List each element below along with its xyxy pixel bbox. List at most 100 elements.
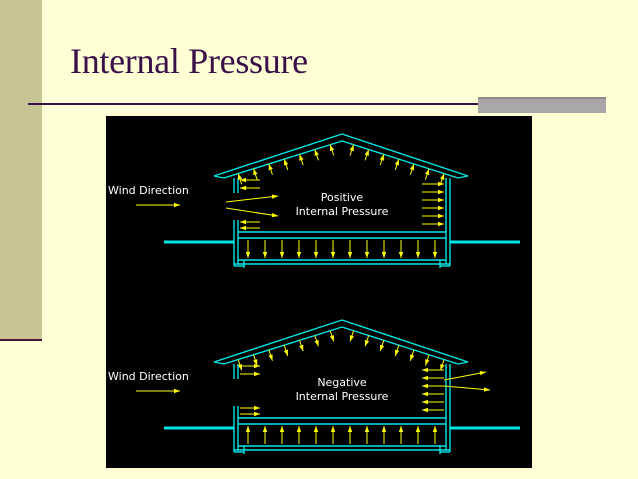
roof-right-edge-positive — [457, 175, 469, 179]
wall-arrow-right-negative-head — [422, 367, 428, 373]
airflow-out-negative-head — [483, 387, 490, 392]
floor-arrow-positive-head — [330, 252, 336, 258]
floor-arrow-negative-head — [364, 426, 370, 432]
roof-arrow-right-positive-head — [425, 168, 430, 176]
floor-arrow-positive-head — [313, 252, 319, 258]
roof-arrow-right-negative-head — [349, 335, 354, 342]
wall-arrow-right-positive-head — [438, 197, 444, 203]
wall-arrow-right-negative-head — [422, 383, 428, 389]
wall-arrow-left-positive-head — [240, 219, 246, 225]
roof-right-edge-negative — [457, 361, 469, 365]
floor-arrow-positive-head — [398, 252, 404, 258]
floor-arrow-negative-head — [313, 426, 319, 432]
roof-arrow-left-positive-head — [237, 173, 243, 180]
wind-arrow-negative-head — [174, 388, 180, 394]
roof-arrow-left-negative-head — [253, 359, 258, 366]
floor-arrow-negative-head — [245, 426, 251, 432]
floor-arrow-positive-head — [245, 252, 251, 258]
roof-arrow-right-negative-head — [440, 363, 445, 371]
floor-arrow-negative-head — [381, 426, 387, 432]
roof-arrow-right-negative-head — [395, 349, 400, 356]
airflow-in-positive — [225, 195, 279, 203]
wall-arrow-left-negative-head — [254, 405, 260, 411]
airflow-in-positive — [225, 207, 279, 217]
wall-arrow-right-positive-head — [438, 189, 444, 195]
side-band — [0, 0, 42, 340]
wall-arrow-left-positive-head — [240, 225, 246, 231]
wall-arrow-left-negative-head — [254, 363, 260, 369]
wall-arrow-left-negative-head — [254, 411, 260, 417]
floor-arrow-positive-head — [347, 252, 353, 258]
roof-arrow-left-negative-head — [314, 339, 319, 347]
pressure-name-label-negative: Internal Pressure — [295, 390, 389, 403]
roof-arrow-left-negative-head — [283, 349, 288, 356]
roof-right-inner-negative — [341, 326, 459, 365]
floor-arrow-positive-head — [381, 252, 387, 258]
floor-arrow-negative-head — [432, 426, 438, 432]
roof-arrow-right-positive-head — [364, 149, 369, 156]
wall-arrow-left-positive-head — [240, 185, 246, 191]
wind-arrow-positive-head — [174, 202, 180, 208]
floor-arrow-positive-head — [432, 252, 438, 258]
roof-arrow-left-positive-head — [253, 168, 258, 176]
roof-arrow-left-positive-head — [314, 149, 319, 156]
roof-arrow-left-positive-head — [268, 163, 273, 171]
roof-arrow-right-positive-head — [440, 173, 445, 180]
wall-arrow-right-negative-head — [422, 407, 428, 413]
airflow-out-negative — [443, 385, 491, 391]
roof-left-outer-positive — [213, 133, 343, 177]
roof-arrow-right-negative-head — [379, 344, 385, 352]
pressure-diagram: Wind Direction Positive Internal Pressur… — [106, 116, 532, 468]
floor-arrow-negative-head — [296, 426, 302, 432]
roof-arrow-left-negative-head — [329, 335, 334, 342]
wind-direction-label-positive: Wind Direction — [108, 184, 189, 197]
roof-arrow-right-positive-head — [379, 154, 384, 161]
wind-direction-label-negative: Wind Direction — [108, 370, 189, 383]
wall-arrow-left-positive-head — [240, 177, 246, 183]
pressure-type-label-negative: Negative — [317, 376, 367, 389]
airflow-out-negative — [443, 371, 487, 381]
wall-arrow-left-negative-head — [254, 371, 260, 377]
roof-arrow-right-negative-head — [425, 359, 430, 366]
accent-bar — [478, 97, 606, 113]
roof-right-outer-negative — [341, 319, 469, 363]
floor-arrow-positive-head — [364, 252, 370, 258]
floor-arrow-positive-head — [415, 252, 421, 258]
roof-left-inner-negative — [223, 326, 343, 365]
floor-arrow-negative-head — [415, 426, 421, 432]
floor-arrow-positive-head — [279, 252, 285, 258]
roof-arrow-left-negative-head — [268, 354, 273, 361]
floor-arrow-negative-head — [398, 426, 404, 432]
roof-arrow-right-positive-head — [409, 163, 415, 171]
roof-left-edge-positive — [213, 175, 225, 179]
title-rule — [28, 103, 478, 105]
roof-left-edge-negative — [213, 361, 225, 365]
wall-arrow-right-positive-head — [438, 213, 444, 219]
wall-arrow-right-positive-head — [438, 205, 444, 211]
floor-arrow-positive-head — [296, 252, 302, 258]
roof-arrow-right-positive-head — [349, 144, 354, 152]
roof-right-outer-positive — [341, 133, 469, 177]
floor-arrow-negative-head — [279, 426, 285, 432]
roof-arrow-right-positive-head — [394, 159, 400, 166]
floor-arrow-positive-head — [262, 252, 268, 258]
roof-arrow-left-positive-head — [283, 159, 289, 166]
roof-arrow-right-negative-head — [410, 354, 415, 361]
roof-right-inner-positive — [341, 140, 459, 179]
roof-left-outer-negative — [213, 319, 343, 363]
floor-arrow-negative-head — [262, 426, 268, 432]
roof-arrow-left-positive-head — [330, 144, 335, 152]
pressure-name-label-positive: Internal Pressure — [295, 205, 389, 218]
roof-arrow-right-negative-head — [364, 339, 370, 347]
roof-arrow-left-positive-head — [299, 154, 304, 161]
side-band-accent — [0, 339, 42, 341]
pressure-type-label-positive: Positive — [320, 191, 364, 204]
wall-arrow-right-negative-head — [422, 399, 428, 405]
wall-arrow-right-negative-head — [422, 375, 428, 381]
wall-arrow-right-positive-head — [438, 181, 444, 187]
airflow-out-negative-head — [479, 370, 486, 376]
airflow-in-positive-head — [271, 194, 278, 199]
airflow-in-positive-head — [271, 212, 278, 218]
diagram-drawing — [136, 133, 520, 454]
wall-arrow-right-negative-head — [422, 391, 428, 397]
